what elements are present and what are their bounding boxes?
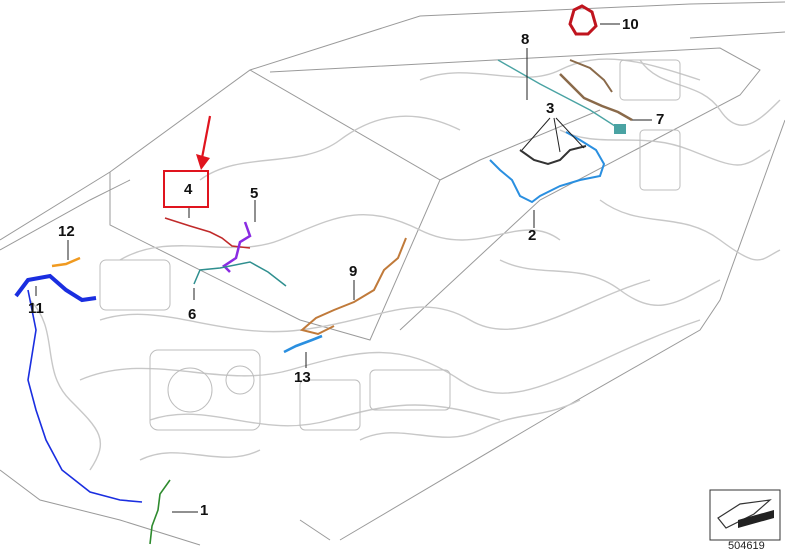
background-harness-clutter <box>29 58 781 471</box>
callout-13: 13 <box>294 369 311 386</box>
harness-part-9 <box>299 237 407 336</box>
harness-part-7-branch <box>569 59 613 93</box>
connector-part-8 <box>614 124 626 134</box>
engine-block-sketch <box>99 59 681 431</box>
harness-part-11-branch <box>27 289 143 503</box>
leader-lines <box>35 23 652 513</box>
harness-part-2 <box>489 131 606 204</box>
harness-part-13 <box>283 334 323 354</box>
harness-part-7 <box>559 73 633 122</box>
harness-part-11 <box>14 273 97 303</box>
view-orientation-icon <box>709 489 781 541</box>
callout-2: 2 <box>528 227 537 244</box>
harness-part-8 <box>497 59 619 129</box>
harness-part-3 <box>519 145 587 166</box>
harness-part-10 <box>568 4 598 36</box>
callout-12: 12 <box>58 223 75 240</box>
callout-4: 4 <box>184 181 193 198</box>
callout-7: 7 <box>656 111 665 128</box>
highlight-arrow-head <box>196 154 210 170</box>
callout-11: 11 <box>28 300 44 317</box>
highlight-arrow <box>200 115 212 159</box>
callout-8: 8 <box>521 31 530 48</box>
harness-part-12 <box>51 256 81 268</box>
callout-3: 3 <box>546 100 555 117</box>
harness-part-1 <box>149 479 171 545</box>
callout-6: 6 <box>188 306 197 323</box>
highlight-box-item-4 <box>163 170 209 208</box>
harness-part-6 <box>193 261 287 287</box>
callout-5: 5 <box>250 185 259 202</box>
reference-number: 504619 <box>728 540 765 552</box>
harness-part-4 <box>164 217 251 249</box>
callout-9: 9 <box>349 263 358 280</box>
callout-10: 10 <box>622 16 639 33</box>
callout-1: 1 <box>200 502 209 519</box>
